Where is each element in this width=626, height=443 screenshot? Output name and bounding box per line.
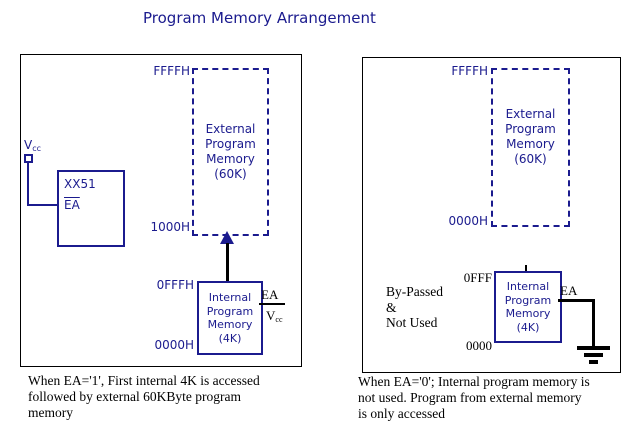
right-external-bottom-address: 0000H [448, 214, 488, 228]
left-ea-wire [259, 303, 285, 305]
left-external-memory-label: External Program Memory (60K) [205, 122, 256, 181]
left-external-top-address: FFFFH [153, 64, 190, 78]
left-external-memory-box: External Program Memory (60K) [192, 68, 269, 236]
right-ea-pin-label: EA [560, 283, 578, 298]
right-external-top-address: FFFFH [451, 64, 488, 78]
bypass-note: By-Passed & Not Used [386, 284, 443, 330]
left-external-bottom-address: 1000H [150, 220, 190, 234]
right-internal-memory-label: Internal Program Memory (4K) [504, 280, 552, 334]
xx51-chip-box: XX51 EA [57, 170, 125, 247]
right-external-memory-box: External Program Memory (60K) [491, 68, 570, 227]
left-internal-bottom-address: 0000H [154, 338, 194, 352]
left-caption: When EA='1', First internal 4K is access… [28, 373, 260, 420]
right-ea-wire-horizontal [558, 299, 595, 302]
right-ea-wire-vertical [592, 299, 595, 347]
left-internal-memory-box: Internal Program Memory (4K) [197, 281, 263, 355]
vcc-wire-vertical [27, 162, 29, 206]
page-title: Program Memory Arrangement [143, 9, 376, 27]
right-external-memory-label: External Program Memory (60K) [505, 106, 556, 166]
right-internal-memory-box: Internal Program Memory (4K) [494, 271, 562, 343]
left-ea-pin-label: EA [261, 287, 279, 302]
arrow-up-icon [220, 231, 234, 244]
arrow-shaft [226, 243, 229, 282]
left-internal-memory-label: Internal Program Memory (4K) [206, 291, 254, 345]
chip-ea-pin-label: EA [64, 198, 80, 212]
vcc-wire-horizontal [27, 204, 58, 206]
right-internal-top-stub [525, 265, 527, 272]
right-internal-top-address: 0FFF [463, 270, 492, 285]
chip-name: XX51 [64, 177, 96, 191]
right-internal-bottom-address: 0000 [466, 338, 492, 353]
vcc-source-label: Vcc [24, 138, 42, 153]
right-caption: When EA='0'; Internal program memory is … [358, 374, 590, 421]
left-ea-vcc-label: Vcc [266, 308, 283, 324]
left-internal-top-address: 0FFFH [156, 278, 194, 292]
